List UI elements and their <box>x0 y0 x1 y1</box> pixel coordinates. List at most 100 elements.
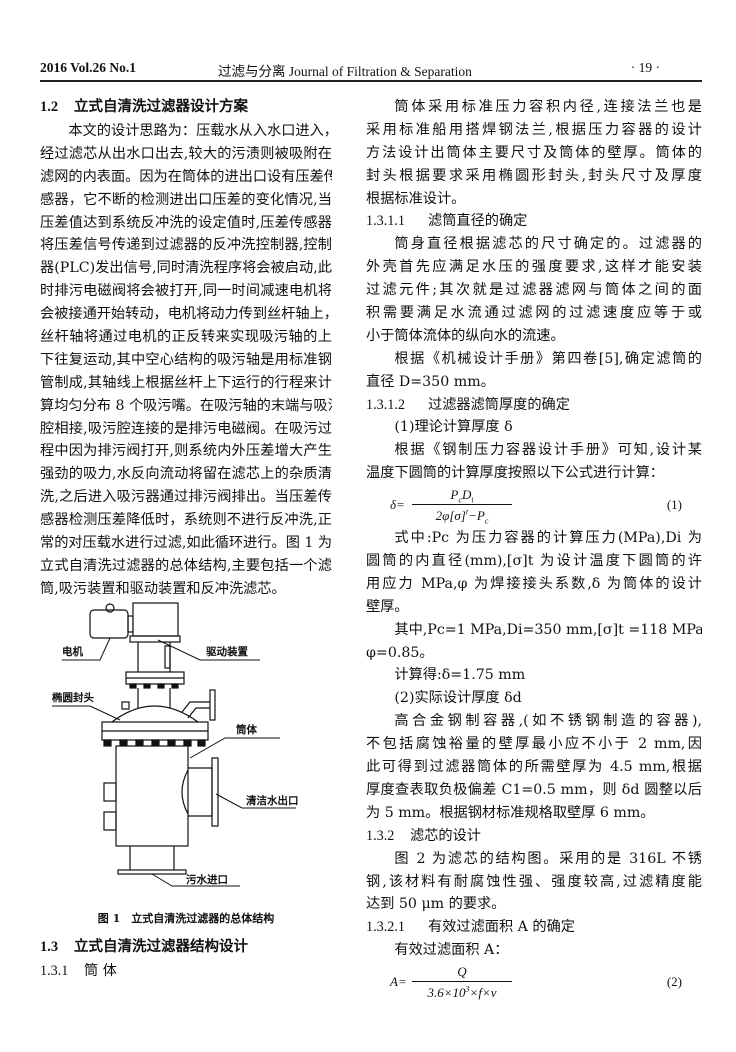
text-line: 强劲的吸力,水反向流动将留在滤芯上的杂质清 <box>40 466 332 483</box>
subsection-number: 1.3.1.2 <box>366 396 406 413</box>
paragraph-area-intro: 有效过滤面积 A： <box>394 942 509 959</box>
formula-2: A= Q 3.6×103×f×v (2) <box>366 962 702 1004</box>
equation-number: (1) <box>666 497 682 513</box>
subsection-title: 筒 体 <box>84 963 117 979</box>
text-line: 根据《钢制压力容器设计手册》可知,设计某 <box>394 442 702 459</box>
var: −P <box>468 508 485 524</box>
text-line: 时排污电磁阀将会被打开,同一时间减速电机将 <box>40 283 332 300</box>
section-title: 立式自清洗过滤器结构设计 <box>74 938 248 955</box>
text-line: 经过滤芯从出水口出去,较大的污渍则被吸附在 <box>40 145 332 162</box>
sub: c <box>458 495 462 505</box>
text-line: 将压差信号传递到过滤器的反冲洗控制器,控制 <box>40 237 332 254</box>
paragraph-diameter: 筒身直径根据滤芯的尺寸确定的。过滤器的外壳首先应满足水压的强度要求,这样才能安装… <box>366 233 702 347</box>
item-actual-thickness: (2)实际设计厚度 δd <box>394 690 522 707</box>
subsection-heading: 1.3.2 滤芯的设计 <box>366 825 702 848</box>
text-line: φ=0.85。 <box>366 644 434 661</box>
subsection-heading: 1.3.2.1 有效过滤面积 A 的确定 <box>366 916 702 939</box>
section-title: 立式自清洗过滤器设计方案 <box>74 98 248 115</box>
text-line: 圆筒的内直径(mm),[σ]t 为设计温度下圆筒的许 <box>366 553 702 570</box>
text-line: 压差值达到系统反冲洗的设定值时,压差传感器 <box>40 214 332 231</box>
label-shell: 筒体 <box>236 724 257 736</box>
upper-flange-icon <box>125 671 185 708</box>
text-line: 筒身直径根据滤芯的尺寸确定的。过滤器的 <box>394 236 702 253</box>
text-line: 壁厚。 <box>366 598 409 615</box>
subsection-title: 滤筒直径的确定 <box>428 213 528 230</box>
text-line: 感器，它不断的检测进出口压差的变化情况,当 <box>40 191 332 208</box>
label-motor: 电机 <box>62 646 83 658</box>
formula-lhs: A= <box>390 974 407 990</box>
text-line: 丝杆轴将通过电机的正反转来实现吸污轴的上 <box>40 329 332 346</box>
label-sewage-inlet: 污水进口 <box>186 874 228 886</box>
text-line: 立式自清洗过滤器的总体结构,主要包括一个滤 <box>40 557 332 574</box>
page-number: · 19 · <box>630 60 660 75</box>
text-line: 根据《机械设计手册》第四卷[5],确定滤筒的 <box>394 350 702 367</box>
subsection-number: 1.3.1.1 <box>366 213 406 230</box>
text-line: 式中:Pc 为压力容器的计算压力(MPa),Di 为 <box>394 530 702 547</box>
text-line: 不包括腐蚀裕量的壁厚最小应不小于 2 mm,因 <box>366 736 702 753</box>
label-clean-water-outlet: 清洁水出口 <box>246 795 299 807</box>
text-line: 下往复运动,其中空心结构的吸污轴是用标准钢 <box>40 351 332 368</box>
formula-lhs: δ= <box>390 497 405 513</box>
subsection-number: 1.3.2 <box>366 827 395 844</box>
text-line: 直径 D=350 mm。 <box>366 373 495 390</box>
formula-numerator: PcDi <box>412 486 512 506</box>
text-line: 根据标准设计。 <box>366 190 466 207</box>
subsection-title: 有效过滤面积 A 的确定 <box>428 919 575 936</box>
text-line: 感器检测压差降低时，系统则不进行反冲洗,正 <box>40 512 332 529</box>
formula-numerator: Q <box>412 963 512 983</box>
text-line: 采用标准船用搭焊钢法兰,根据压力容器的设计 <box>366 121 702 138</box>
text-line: 此可得到过滤器筒体的所需壁厚为 4.5 mm,根据 <box>366 759 702 776</box>
subsection-title: 滤芯的设计 <box>410 827 481 844</box>
text-line: 算均匀分布 8 个吸污嘴。在吸污轴的末端与吸污 <box>40 397 332 414</box>
text-line: 筒,吸污装置和驱动装置和反冲洗滤芯。 <box>40 580 286 597</box>
filter-structure-drawing <box>52 602 296 887</box>
text-line: 厚度查表取负极偏差 C1=0.5 mm，则 δd 圆整以后 <box>366 781 702 798</box>
paragraph-actual-thickness: 高合金钢制容器,(如不锈钢制造的容器),不包括腐蚀裕量的壁厚最小应不小于 2 m… <box>366 710 702 824</box>
var: 2φ[σ] <box>435 508 466 524</box>
subsection-heading: 1.3.1 筒 体 <box>40 959 332 983</box>
paragraph-formula-intro: 根据《钢制压力容器设计手册》可知,设计某温度下圆筒的计算厚度按照以下公式进行计算… <box>366 439 702 485</box>
text-line: 方法设计出筒体主要尺寸及筒体的壁厚。筒体的 <box>366 144 702 161</box>
figure-1: 电机 驱动装置 椭圆封头 筒体 清洁水出口 污水进口 <box>40 598 332 898</box>
label-elliptical-head: 椭圆封头 <box>52 692 94 704</box>
sub: i <box>471 495 474 505</box>
text-line: 管制成,其轴线上根据丝杆上下运行的行程来计 <box>40 374 332 391</box>
text-line: 钢,该材料有耐腐蚀性强、强度较高,过滤精度能 <box>366 873 702 890</box>
right-column: 筒体采用标准压力容积内径,连接法兰也是采用标准船用搭焊钢法兰,根据压力容器的设计… <box>366 96 702 1004</box>
sup: 3 <box>465 984 470 994</box>
motor-icon <box>89 603 134 639</box>
calc-result: 计算得:δ=1.75 mm <box>394 667 526 684</box>
text-line: 小于筒体流体的纵向水的流速。 <box>366 327 565 344</box>
var: ×f×v <box>469 985 497 1001</box>
paragraph-design-scheme: 本文的设计思路为：压载水从入水口进入， 经过滤芯从出水口出去,较大的污渍则被吸附在… <box>40 120 332 601</box>
text-line: 常的对压载水进行过滤,如此循环进行。图 1 为 <box>40 535 332 552</box>
formula-1: δ= PcDi 2φ[σ]t−P c (1) <box>366 485 702 527</box>
text-line: 过滤元件;其次就是过滤器滤网与筒体之间的面 <box>366 282 702 299</box>
subsection-number: 1.3.1 <box>40 963 69 979</box>
text-line: 图 2 为滤芯的结构图。采用的是 316L 不锈 <box>394 850 702 867</box>
outlet-pipe-icon <box>181 757 219 827</box>
text-line: 为 5 mm。根据钢材标准规格取壁厚 6 mm。 <box>366 804 655 821</box>
drive-unit-icon <box>129 602 181 672</box>
equation-number: (2) <box>666 974 682 990</box>
var: 3.6×10 <box>427 985 466 1001</box>
paragraph-diameter-value: 根据《机械设计手册》第四卷[5],确定滤筒的直径 D=350 mm。 <box>366 348 702 394</box>
text-line: 器(PLC)发出信号,同时清洗程序将会被启动,此 <box>40 260 332 277</box>
inlet-pipe-icon <box>117 846 187 875</box>
var: D <box>461 487 472 503</box>
text-line: 洗,之后进入吸污器通过排污阀排出。当压差传 <box>40 489 332 506</box>
sup: t <box>465 507 469 517</box>
journal-title: 过滤与分离 Journal of Filtration & Separation <box>218 64 472 79</box>
subsection-number: 1.3.2.1 <box>366 919 406 936</box>
shell-body-icon <box>103 745 189 847</box>
text-line: 程中因为排污阀打开,则系统内外压差增大产生 <box>40 443 332 460</box>
text-line: 筒体采用标准压力容积内径,连接法兰也是 <box>394 99 702 115</box>
var: P <box>450 487 459 503</box>
text-line: 封头根据要求采用椭圆形封头,封头尺寸及厚度 <box>366 167 702 184</box>
text-line: 滤网的内表面。因为在筒体的进出口设有压差传 <box>40 168 332 185</box>
text-line: 积需要满足水流通过滤网的过滤速度应等于或 <box>366 305 702 322</box>
text-line: 本文的设计思路为：压载水从入水口进入， <box>68 123 332 139</box>
